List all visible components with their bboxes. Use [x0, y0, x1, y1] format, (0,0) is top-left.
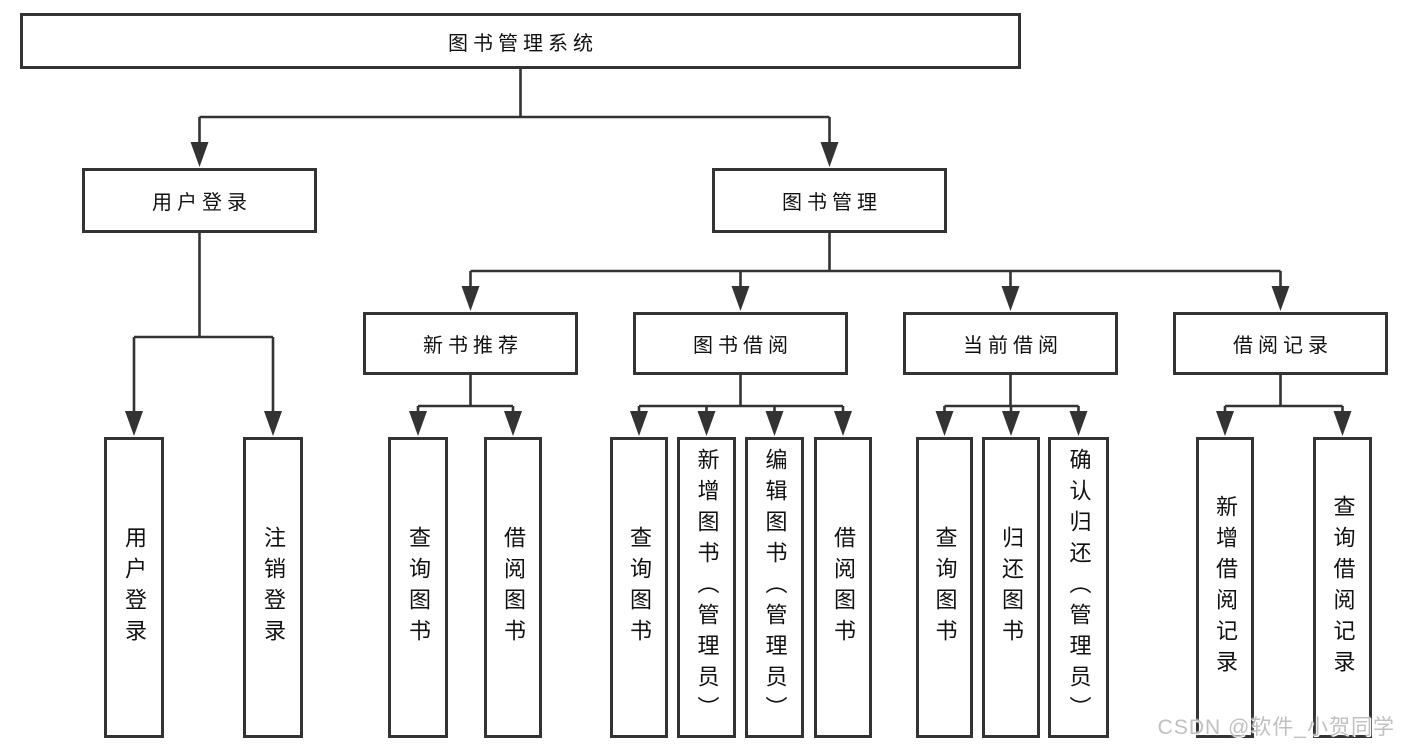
node-borrow-record-label: 借阅记录 [1233, 335, 1333, 357]
node-root: 图书管理系统 [20, 13, 1021, 69]
node-new-book-recommend-label: 新书推荐 [423, 335, 523, 357]
leaf-query-book-1: 查询图书 [388, 437, 448, 738]
leaf-query-book-2-label: 查询图书 [627, 525, 652, 650]
node-user-login: 用户登录 [82, 168, 317, 233]
leaf-borrow-book-2: 借阅图书 [814, 437, 872, 738]
leaf-return-book-label: 归还图书 [999, 525, 1024, 650]
leaf-add-book-admin: 新增图书（管理员） [677, 437, 736, 738]
leaf-confirm-return-admin-label: 确认归还（管理员） [1066, 448, 1092, 727]
leaf-query-borrow-record: 查询借阅记录 [1313, 437, 1372, 738]
node-book-borrow-label: 图书借阅 [693, 335, 793, 357]
leaf-return-book: 归还图书 [982, 437, 1040, 738]
leaf-query-book-1-label: 查询图书 [406, 525, 431, 650]
csdn-watermark: CSDN @软件_小贺同学 [1157, 716, 1395, 739]
node-current-borrow: 当前借阅 [903, 312, 1118, 375]
leaf-query-book-3-label: 查询图书 [932, 525, 958, 650]
leaf-add-borrow-record-label: 新增借阅记录 [1213, 494, 1238, 681]
leaf-add-book-admin-label: 新增图书（管理员） [694, 448, 720, 727]
leaf-logout-label: 注销登录 [261, 525, 286, 650]
leaf-query-borrow-record-label: 查询借阅记录 [1330, 494, 1356, 681]
connector-root-to-level2 [190, 69, 839, 167]
node-borrow-record: 借阅记录 [1173, 312, 1388, 375]
connector-new-book-to-leaves [409, 375, 522, 436]
connector-book-mgmt-to-level3 [461, 233, 1290, 311]
connector-user-login-to-leaves [125, 233, 282, 436]
node-book-mgmt: 图书管理 [712, 168, 947, 233]
leaf-user-login-label: 用户登录 [122, 525, 147, 650]
leaf-borrow-book-1: 借阅图书 [484, 437, 542, 738]
leaf-borrow-book-1-label: 借阅图书 [501, 525, 526, 650]
connector-book-borrow-to-leaves [630, 375, 852, 436]
leaf-user-login: 用户登录 [104, 437, 164, 738]
leaf-edit-book-admin: 编辑图书（管理员） [745, 437, 804, 738]
node-root-label: 图书管理系统 [448, 32, 598, 55]
node-current-borrow-label: 当前借阅 [963, 335, 1063, 357]
leaf-query-book-2: 查询图书 [610, 437, 668, 738]
node-book-mgmt-label: 图书管理 [782, 192, 882, 214]
leaf-confirm-return-admin: 确认归还（管理员） [1048, 437, 1109, 738]
leaf-logout: 注销登录 [243, 437, 303, 738]
connector-current-borrow-to-leaves [935, 375, 1088, 436]
leaf-query-book-3: 查询图书 [916, 437, 973, 738]
node-user-login-label: 用户登录 [152, 192, 252, 214]
leaf-edit-book-admin-label: 编辑图书（管理员） [762, 448, 788, 727]
node-new-book-recommend: 新书推荐 [363, 312, 578, 375]
connector-borrow-record-to-leaves [1216, 375, 1352, 436]
leaf-borrow-book-2-label: 借阅图书 [831, 525, 856, 650]
node-book-borrow: 图书借阅 [633, 312, 848, 375]
leaf-add-borrow-record: 新增借阅记录 [1196, 437, 1254, 738]
